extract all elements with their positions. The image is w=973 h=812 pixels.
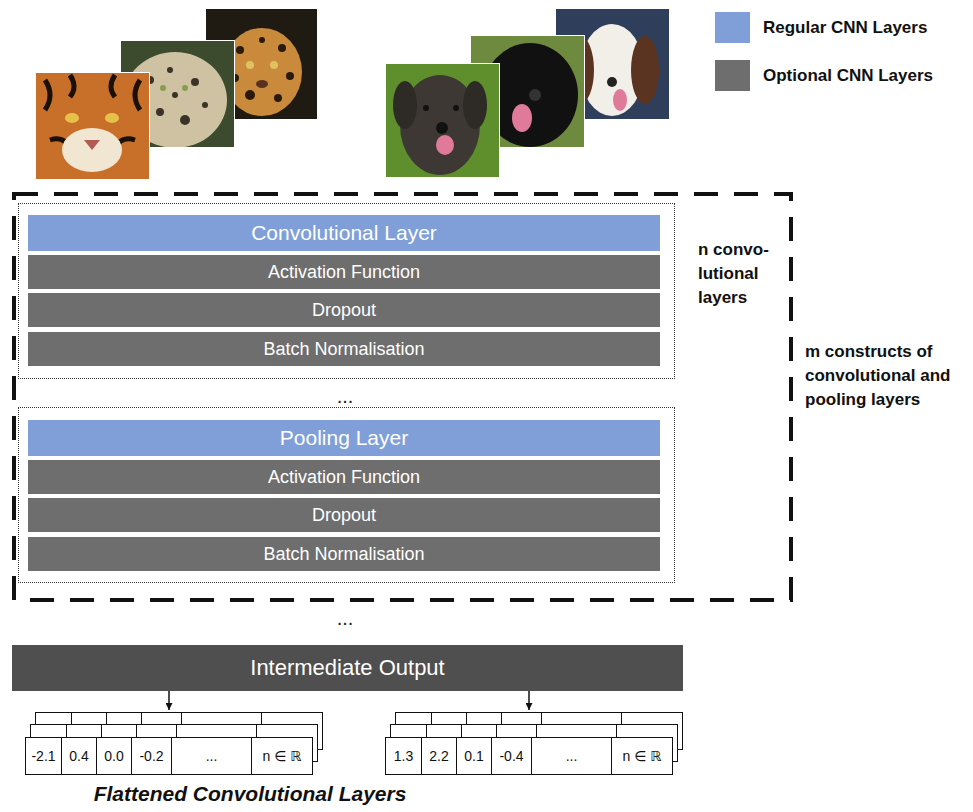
layer-bar: Batch Normalisation <box>28 537 660 571</box>
cell-value: 1.3 <box>394 748 413 764</box>
layer-bar: Batch Normalisation <box>28 332 660 366</box>
tiger-eye <box>105 113 119 123</box>
photo-ground <box>385 63 500 178</box>
dog-eye <box>453 105 459 111</box>
dog-tongue <box>613 89 627 111</box>
vector-cell: 0.4 <box>62 738 97 774</box>
ellipsis-label: ... <box>315 386 375 406</box>
cell-value: n ∈ ℝ <box>623 748 662 764</box>
layer-label: Batch Normalisation <box>263 544 424 565</box>
cell-value: 0.1 <box>464 748 483 764</box>
photo-frame <box>386 64 500 178</box>
cell-value: -0.4 <box>499 748 523 764</box>
vector-stack: 1.3 2.2 0.1 -0.4... n ∈ ℝ <box>385 712 685 775</box>
layer-label: Convolutional Layer <box>251 221 437 245</box>
dog-ear <box>463 81 487 129</box>
vector-cell: -0.2 <box>132 738 172 774</box>
layer-bar: Activation Function <box>28 460 660 494</box>
group-label: m constructs of convolutional and poolin… <box>805 340 955 412</box>
tiger-face <box>35 72 150 180</box>
cell-value: ... <box>206 748 218 764</box>
layer-label: Intermediate Output <box>250 655 444 681</box>
dog-tongue <box>512 104 532 132</box>
layer-label: Activation Function <box>268 262 420 283</box>
flow-arrow <box>528 691 530 710</box>
cell-value: -2.1 <box>31 748 55 764</box>
leopard-eye <box>160 85 166 91</box>
tiger-photo <box>35 72 150 180</box>
leopard-eye <box>182 85 188 91</box>
legend-swatch <box>715 12 750 43</box>
tiger-muzzle <box>62 128 122 172</box>
photo-frame <box>36 73 150 180</box>
dog-eye <box>423 105 429 111</box>
ellipsis-label: ... <box>315 608 375 628</box>
vector-cell: 1.3 <box>386 738 422 774</box>
cell-value: -0.2 <box>139 748 163 764</box>
cell-value: 0.4 <box>69 748 88 764</box>
tiger-eye <box>65 113 79 123</box>
figure-caption: Flattened Convolutional Layers <box>0 782 500 806</box>
dog-ear <box>393 81 417 129</box>
vector-cell: ... <box>172 738 252 774</box>
layer-label: Activation Function <box>268 467 420 488</box>
dog-ear <box>631 36 659 104</box>
legend-swatch <box>715 60 750 91</box>
dog-nose <box>607 77 617 87</box>
cell-value: n ∈ ℝ <box>263 748 302 764</box>
dog-nose <box>436 122 448 134</box>
vector-cell: 0.0 <box>97 738 132 774</box>
layer-bar: Dropout <box>28 498 660 532</box>
vector-cell: -2.1 <box>26 738 62 774</box>
vector-cell: -0.4 <box>492 738 532 774</box>
dog-tongue <box>436 135 454 155</box>
vector-cell: n ∈ ℝ <box>612 738 672 774</box>
vector-cell: ... <box>532 738 612 774</box>
tiger-nose <box>84 140 100 150</box>
layer-label: Dropout <box>312 300 376 321</box>
vector-cell: 0.1 <box>457 738 492 774</box>
jaguar-eye <box>270 61 278 69</box>
layer-label: Batch Normalisation <box>263 339 424 360</box>
layer-bar: Dropout <box>28 293 660 327</box>
jaguar-eye <box>246 61 254 69</box>
jaguar-spots <box>231 37 294 102</box>
vector-layer: 1.3 2.2 0.1 -0.4... n ∈ ℝ <box>385 737 673 775</box>
cell-value: 0.0 <box>104 748 123 764</box>
layer-label: Dropout <box>312 505 376 526</box>
cell-value: ... <box>566 748 578 764</box>
jaguar-nose <box>256 80 268 88</box>
layer-group: Convolutional LayerActivation FunctionDr… <box>18 203 775 379</box>
vector-stack: -2.1 0.4 0.0 -0.2... n ∈ ℝ <box>25 712 325 775</box>
layer-group: Pooling LayerActivation FunctionDropoutB… <box>18 407 675 583</box>
vector-cell: 2.2 <box>422 738 457 774</box>
output-bar: Intermediate Output <box>12 645 683 691</box>
layer-bar: Pooling Layer <box>28 420 660 456</box>
legend-label: Regular CNN Layers <box>763 12 927 43</box>
flow-arrow <box>168 691 170 710</box>
layer-bar: Activation Function <box>28 255 660 289</box>
vector-cell: n ∈ ℝ <box>252 738 312 774</box>
construct-group: Convolutional LayerActivation FunctionDr… <box>12 192 967 602</box>
vector-layer: -2.1 0.4 0.0 -0.2... n ∈ ℝ <box>25 737 313 775</box>
cell-value: 2.2 <box>429 748 448 764</box>
dog-photo <box>385 63 500 178</box>
dashed-border <box>14 194 791 600</box>
dog-nose <box>529 89 541 101</box>
layer-bar: Convolutional Layer <box>28 215 660 251</box>
legend-label: Optional CNN Layers <box>763 60 933 91</box>
layer-label: Pooling Layer <box>280 426 408 450</box>
group-label: n convo- lutional layers <box>698 238 778 310</box>
